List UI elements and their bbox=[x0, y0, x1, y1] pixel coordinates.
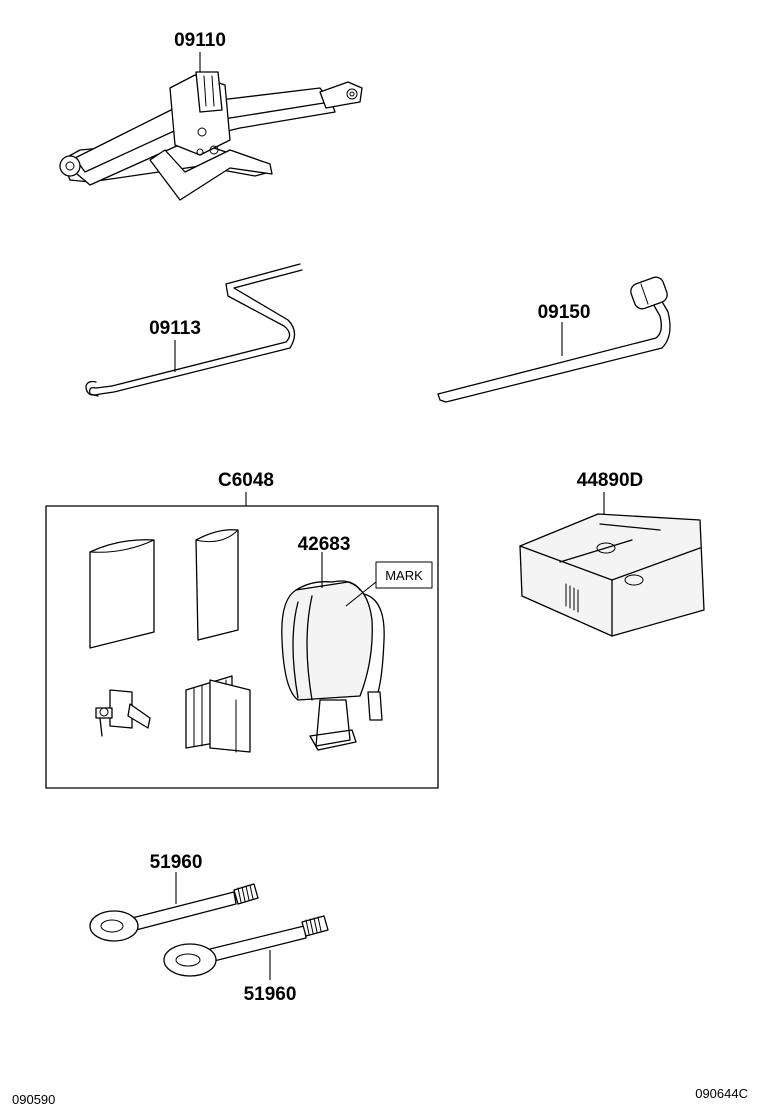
part-number-storage-case: 44890D bbox=[577, 470, 644, 491]
instruction-sheet-illustration bbox=[89, 539, 155, 649]
wheel-wrench-illustration bbox=[437, 276, 671, 403]
mark-label: MARK bbox=[385, 568, 423, 583]
part-number-repair-kit: C6048 bbox=[218, 470, 274, 491]
jack-handle-illustration bbox=[85, 263, 303, 397]
jack-illustration bbox=[59, 52, 363, 201]
repair-kit-box bbox=[45, 505, 439, 789]
compressor-illustration bbox=[281, 552, 385, 751]
part-number-towing-eye-bottom: 51960 bbox=[244, 984, 297, 1005]
part-number-wheel-wrench: 09150 bbox=[538, 302, 591, 323]
part-number-jack: 09110 bbox=[174, 30, 226, 51]
part-number-compressor: 42683 bbox=[298, 534, 351, 555]
label-sheet-illustration bbox=[195, 529, 239, 641]
part-number-towing-eye-top: 51960 bbox=[150, 852, 203, 873]
mark-label-box bbox=[375, 561, 433, 589]
towing-eye-top-illustration bbox=[89, 883, 259, 942]
storage-case-illustration bbox=[519, 513, 705, 637]
towing-eye-bottom-illustration bbox=[163, 915, 329, 977]
stickers-stack-illustration bbox=[185, 675, 251, 753]
footer-right-code: 090644C bbox=[695, 1086, 748, 1101]
part-number-jack-handle: 09113 bbox=[149, 318, 201, 339]
footer-left-code: 090590 bbox=[12, 1092, 55, 1107]
valve-tool-illustration bbox=[95, 689, 151, 737]
